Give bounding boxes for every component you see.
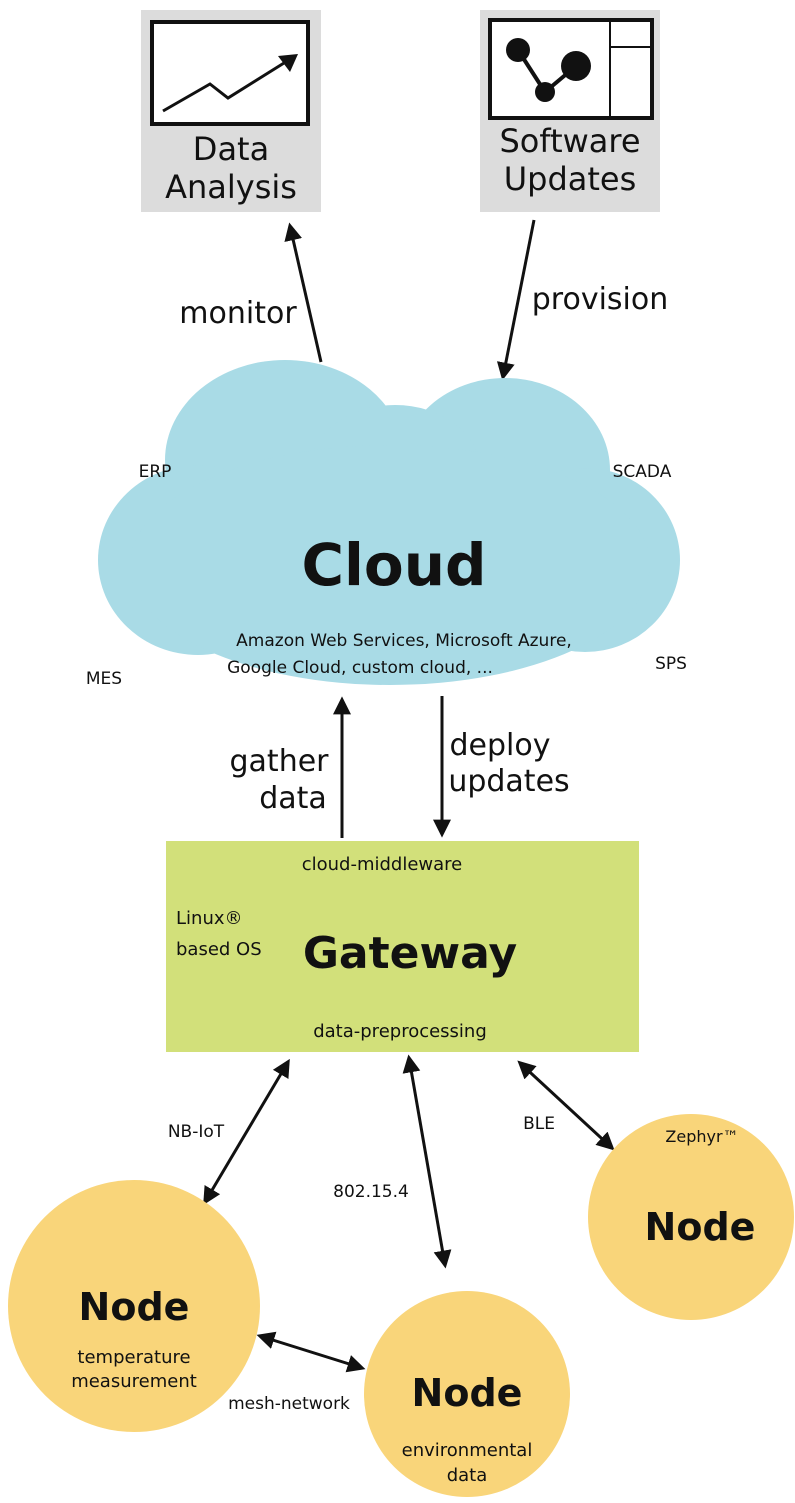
gateway: cloud-middleware Gateway Linux® based OS… (166, 841, 639, 1052)
cloud: Cloud Amazon Web Services, Microsoft Azu… (86, 360, 687, 689)
software-updates-label-line2: Updates (504, 160, 637, 198)
node-zephyr: Zephyr™ Node (588, 1114, 794, 1320)
node-environmental-line1: environmental (402, 1440, 533, 1461)
tag-scada: SCADA (613, 462, 672, 482)
cloud-shape (98, 360, 680, 685)
node-zephyr-title: Node (645, 1205, 756, 1249)
cloud-providers-line1: Amazon Web Services, Microsoft Azure, (236, 631, 572, 651)
cloud-providers-line2: Google Cloud, custom cloud, ... (227, 658, 493, 678)
node-temperature-title: Node (79, 1285, 190, 1329)
tag-sps: SPS (655, 654, 687, 674)
node-temperature-circle (8, 1180, 260, 1432)
gateway-middleware: cloud-middleware (302, 854, 463, 875)
monitor-label: monitor (179, 296, 297, 331)
gateway-os-line2: based OS (176, 939, 262, 960)
gateway-box (166, 841, 639, 1052)
ble-label: BLE (523, 1114, 555, 1134)
software-updates-box: Software Updates (480, 10, 660, 212)
deploy-updates-label-line1: deploy (450, 728, 551, 763)
monitor-arrow (284, 222, 323, 363)
tag-erp: ERP (139, 462, 172, 482)
node-temperature: Node temperature measurement (8, 1180, 260, 1432)
ieee-802-link (402, 1054, 452, 1269)
nb-iot-link (203, 1058, 290, 1206)
data-analysis-label-line2: Analysis (165, 168, 297, 206)
gateway-title: Gateway (303, 928, 517, 979)
tag-mes: MES (86, 669, 122, 689)
ieee-802-label: 802.15.4 (333, 1182, 409, 1202)
mesh-network-link (256, 1331, 366, 1373)
node-zephyr-circle (588, 1114, 794, 1320)
gateway-os-line1: Linux® (176, 908, 243, 929)
node-temperature-line1: temperature (77, 1347, 190, 1368)
node-temperature-line2: measurement (71, 1371, 197, 1392)
node-zephyr-os: Zephyr™ (665, 1127, 738, 1146)
network-window-icon (488, 18, 654, 120)
node-environmental: Node environmental data (364, 1291, 570, 1497)
node-environmental-line2: data (447, 1465, 488, 1486)
node-environmental-title: Node (412, 1371, 523, 1415)
line-chart-icon (150, 20, 310, 126)
gateway-preprocessing: data-preprocessing (313, 1021, 487, 1042)
nb-iot-label: NB-IoT (168, 1122, 225, 1142)
ble-link (517, 1060, 615, 1151)
gather-data-label-line2: data (259, 781, 327, 816)
provision-arrow (496, 219, 536, 381)
provision-label: provision (532, 282, 669, 317)
deploy-updates-label-line2: updates (448, 764, 569, 799)
software-updates-label-line1: Software (499, 122, 640, 160)
data-analysis-label-line1: Data (193, 130, 269, 168)
data-analysis-box: Data Analysis (141, 10, 321, 212)
gather-data-label-line1: gather (230, 744, 330, 779)
mesh-network-label: mesh-network (228, 1394, 350, 1414)
node-environmental-circle (364, 1291, 570, 1497)
cloud-title: Cloud (301, 531, 486, 599)
